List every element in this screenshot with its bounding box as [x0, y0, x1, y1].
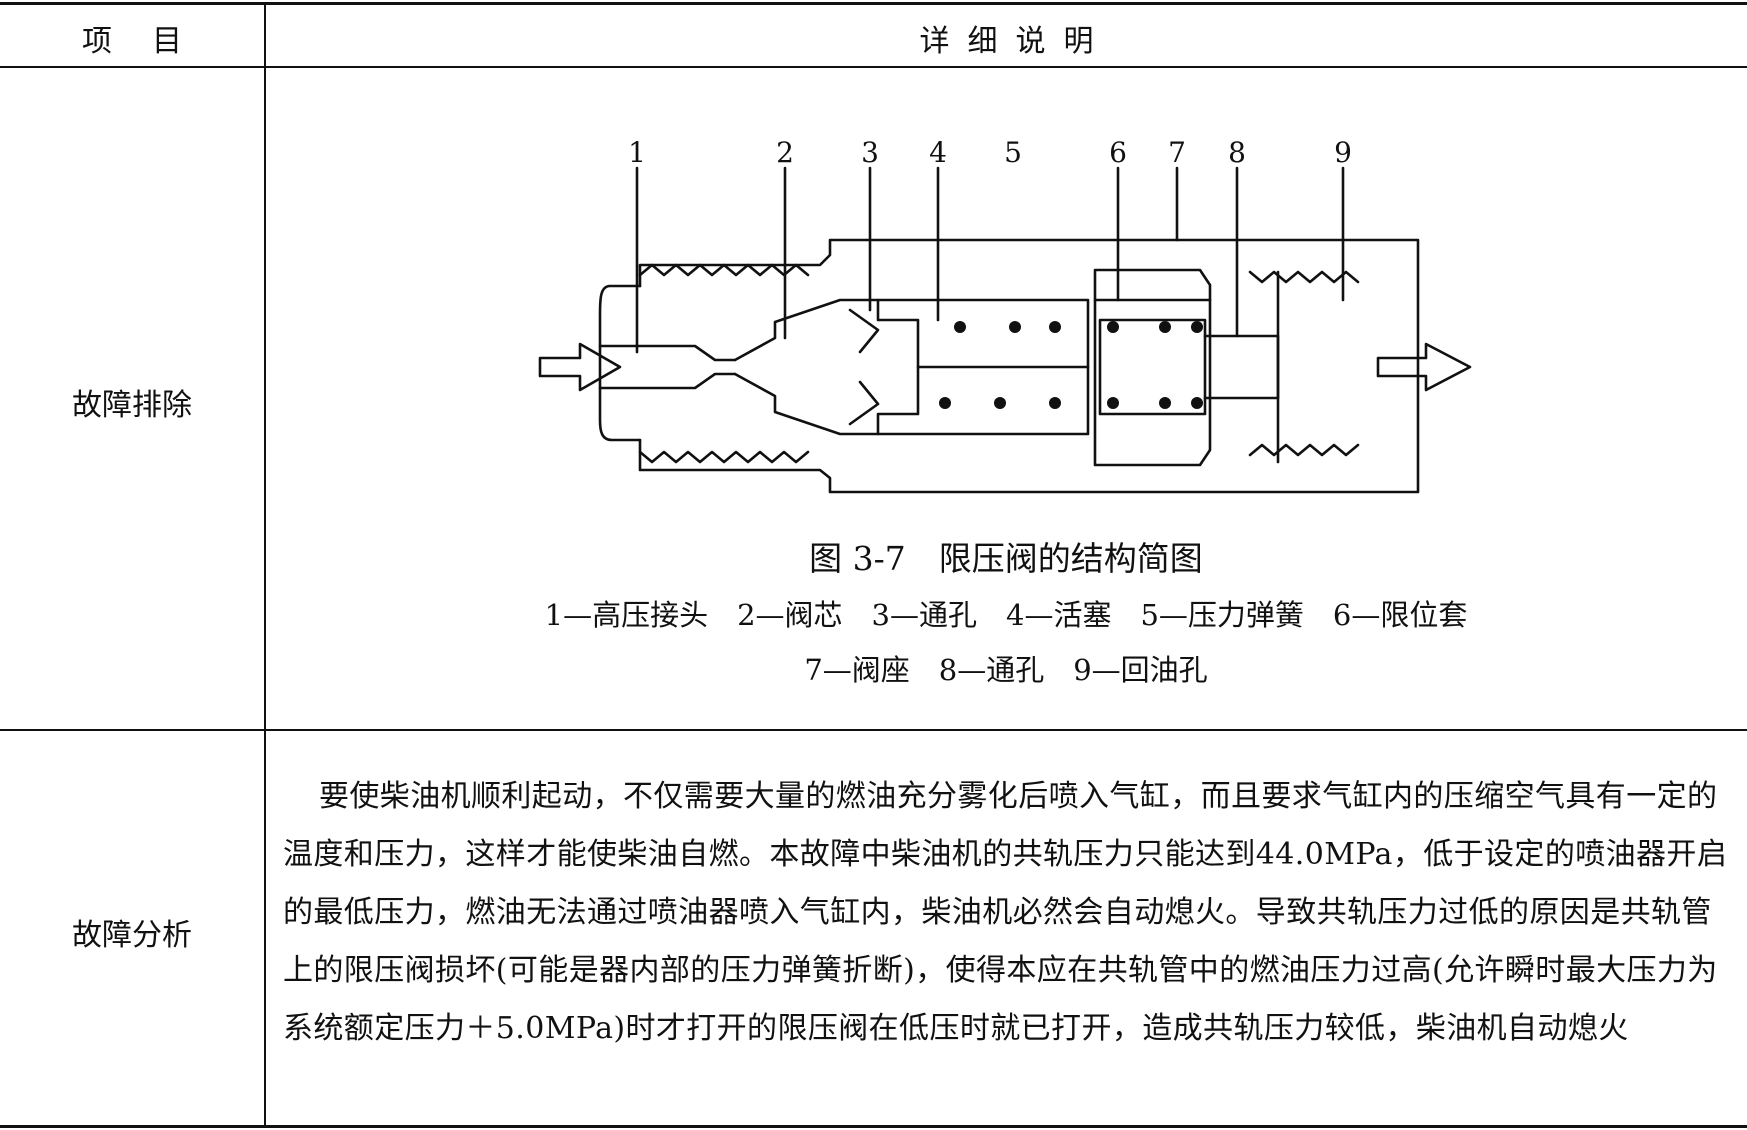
part-number-1: 1	[628, 136, 646, 169]
figure-legend-line-2: 7—阀座 8—通孔 9—回油孔	[804, 653, 1208, 687]
row-label-troubleshooting: 故障排除	[72, 388, 192, 423]
table-bottom-border	[0, 1125, 1747, 1128]
inlet-channel	[598, 344, 737, 390]
outlet-thread-lower	[1248, 443, 1360, 457]
inlet-arrow	[538, 342, 622, 392]
piston-body	[876, 298, 1090, 436]
row-divider-rule	[0, 729, 1747, 731]
part-number-9: 9	[1334, 136, 1352, 169]
header-detail-label: 详细说明	[919, 24, 1112, 59]
through-hole-3	[848, 308, 880, 426]
figure-legend-line-1: 1—高压接头 2—阀芯 3—通孔 4—活塞 5—压力弹簧 6—限位套	[544, 598, 1468, 632]
spring-coils	[939, 321, 1203, 409]
header-bottom-rule	[0, 66, 1747, 68]
column-divider-rule	[264, 2, 266, 1128]
part-number-8: 8	[1228, 136, 1246, 169]
row-label-analysis: 故障分析	[72, 918, 192, 953]
limit-sleeve	[1093, 268, 1212, 467]
valve-housing-body	[638, 238, 1420, 494]
outlet-thread-upper	[1248, 270, 1360, 284]
upper-thread	[638, 263, 810, 277]
part-number-7: 7	[1168, 136, 1186, 169]
figure-title: 图 3-7 限压阀的结构简图	[809, 539, 1203, 578]
piston-inner	[1098, 318, 1207, 416]
valve-core	[733, 298, 880, 436]
part-number-2: 2	[776, 136, 794, 169]
header-item-label: 项目	[82, 24, 222, 59]
fault-analysis-paragraph: 要使柴油机顺利起动，不仅需要大量的燃油充分雾化后喷入气缸，而且要求气缸内的压缩空…	[283, 779, 1728, 1046]
valve-housing-outline	[598, 284, 642, 442]
through-hole-8	[1203, 334, 1280, 400]
lower-thread	[638, 450, 810, 464]
table-top-border	[0, 2, 1747, 5]
outlet-arrow	[1376, 342, 1472, 392]
part-number-4: 4	[929, 136, 947, 169]
part-number-6: 6	[1109, 136, 1127, 169]
part-number-3: 3	[861, 136, 879, 169]
part-number-5: 5	[1004, 136, 1022, 169]
